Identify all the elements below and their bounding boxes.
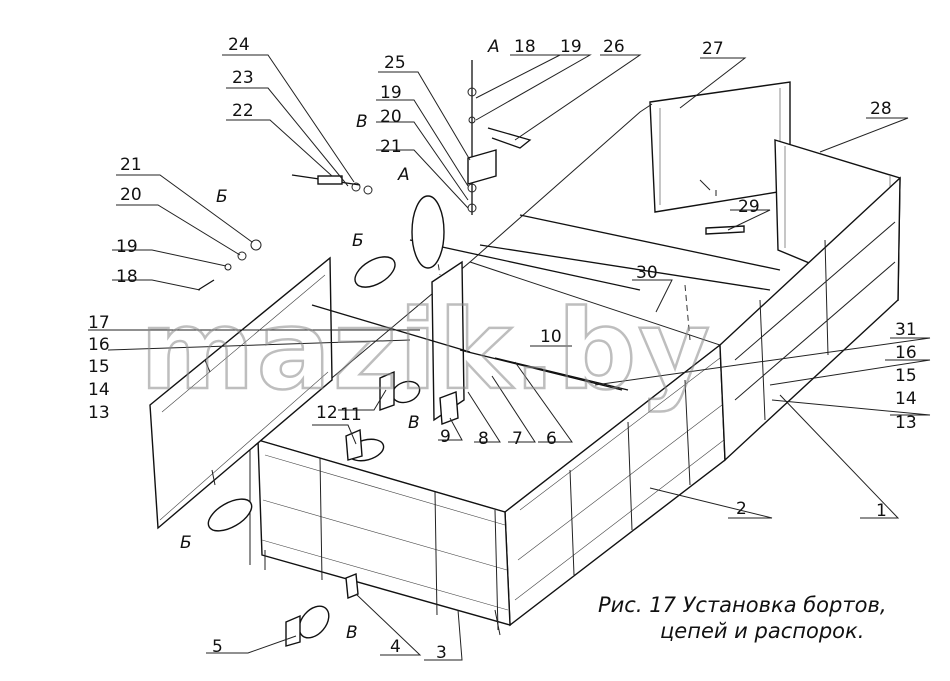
callout-28: 28: [870, 99, 892, 119]
callout-27: 27: [702, 39, 724, 59]
callout-20: 20: [120, 185, 142, 205]
callout-19: 19: [116, 237, 138, 257]
callout-2: 2: [736, 499, 747, 519]
callout-21: 21: [120, 155, 142, 175]
callout-4: 4: [390, 637, 401, 657]
view-A-detail: А: [397, 165, 410, 185]
callout-14-left: 14: [88, 380, 110, 400]
callout-31: 31: [895, 320, 917, 340]
leader-lines: [88, 54, 931, 661]
figure-caption-line1: Рис. 17 Установка бортов,: [598, 593, 887, 617]
view-V-mid: В: [408, 413, 420, 433]
callout-14-right: 14: [895, 389, 917, 409]
bracket-25: [467, 149, 497, 185]
view-B-bottom: Б: [180, 533, 192, 553]
plate-12: [345, 428, 363, 461]
watermark: mazik.by: [140, 286, 712, 414]
chain: [479, 244, 771, 291]
callout-18-top: 18: [514, 37, 536, 57]
view-V-bottom: В: [346, 623, 358, 643]
callout-24: 24: [228, 35, 250, 55]
callout-13-left: 13: [88, 403, 110, 423]
plate-5: [285, 614, 301, 647]
callout-13-right: 13: [895, 413, 917, 433]
callout-21-mid: 21: [380, 137, 402, 157]
hook-26: [487, 127, 532, 149]
plate-4: [345, 573, 359, 599]
callout-3: 3: [436, 643, 447, 663]
truck-body: [149, 60, 901, 647]
callout-22: 22: [232, 101, 254, 121]
bracket-29: [705, 225, 745, 235]
detail-B-top: [354, 256, 396, 288]
callout-11: 11: [340, 405, 362, 425]
view-A-top: А: [487, 37, 500, 57]
view-V-top: В: [356, 112, 368, 132]
side-board-left: [149, 256, 333, 530]
callout-19-mid: 19: [380, 83, 402, 103]
callout-30: 30: [636, 263, 658, 283]
view-B-left: Б: [216, 187, 228, 207]
front-board: [649, 81, 791, 213]
callout-15-right: 15: [895, 366, 917, 386]
callout-12: 12: [316, 403, 338, 423]
callout-15-left: 15: [88, 357, 110, 377]
detail-V-bottom: [298, 605, 330, 639]
view-B-mid: Б: [352, 231, 364, 251]
spacer-post: [431, 260, 465, 422]
spacer-bar: [311, 304, 471, 353]
callout-19-top: 19: [560, 37, 582, 57]
callout-7: 7: [512, 429, 523, 449]
callout-29: 29: [738, 197, 760, 217]
tail-board: [257, 439, 511, 626]
figure-caption-line2: цепей и распорок.: [660, 619, 864, 643]
callout-8: 8: [478, 429, 489, 449]
detail-B-bottom: [207, 498, 253, 532]
callout-18: 18: [116, 267, 138, 287]
callout-labels: 24 23 22 21 20 19 18 17 16 15 14 13 25 1…: [88, 35, 917, 663]
callout-17: 17: [88, 313, 110, 333]
detail-A: [411, 195, 445, 269]
callout-16-right: 16: [895, 343, 917, 363]
callout-10: 10: [540, 327, 562, 347]
callout-25: 25: [384, 53, 406, 73]
plate-9: [439, 391, 459, 425]
callout-16-left: 16: [88, 335, 110, 355]
callout-1: 1: [876, 501, 887, 521]
callout-20-mid: 20: [380, 107, 402, 127]
callout-5: 5: [212, 637, 223, 657]
callout-26: 26: [603, 37, 625, 57]
callout-23: 23: [232, 68, 254, 88]
callout-9: 9: [440, 427, 451, 447]
callout-6: 6: [546, 429, 557, 449]
